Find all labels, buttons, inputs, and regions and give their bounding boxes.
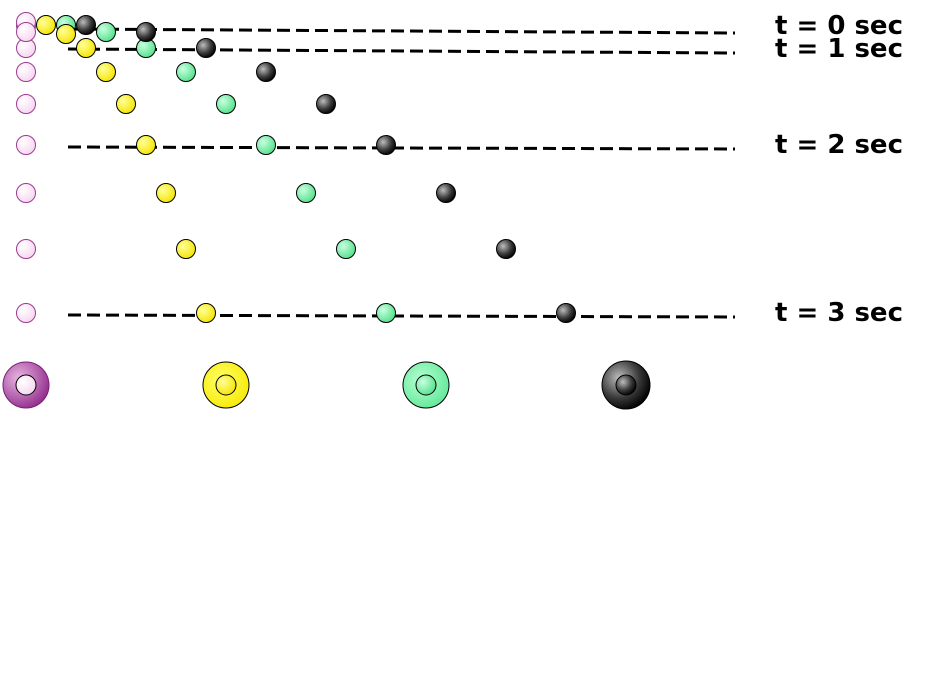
time-label-t1: t = 1 sec — [775, 34, 903, 64]
yellow-ball-3 — [116, 94, 136, 114]
black-ball-1 — [196, 38, 216, 58]
black-ball-6 — [496, 239, 516, 259]
pink-ball-5 — [16, 183, 36, 203]
time-labels: t = 0 sec t = 1 sec t = 2 sec t = 3 sec — [775, 11, 903, 328]
green-ball-5 — [296, 183, 316, 203]
black-ball-2 — [256, 62, 276, 82]
black-reference-ball — [601, 360, 651, 410]
yellow-ball-2 — [96, 62, 116, 82]
yellow-ball-c2 — [56, 24, 76, 44]
green-ball-7 — [376, 303, 396, 323]
yellow-ball-4 — [136, 135, 156, 155]
dashed-line-t2 — [67, 145, 736, 151]
yellow-ball-1 — [76, 38, 96, 58]
black-ball-0 — [76, 15, 96, 35]
green-ball-3 — [216, 94, 236, 114]
pink-ball-4 — [16, 135, 36, 155]
green-reference-ball — [402, 361, 450, 409]
yellow-ball-5 — [156, 183, 176, 203]
green-ball-6 — [336, 239, 356, 259]
pink-ball-c1 — [16, 22, 36, 42]
green-ball-2 — [176, 62, 196, 82]
black-ball-5 — [436, 183, 456, 203]
time-label-t2: t = 2 sec — [775, 130, 903, 160]
purple-reference-ball — [2, 361, 50, 409]
dashed-line-t1 — [67, 47, 736, 55]
black-ball-3 — [316, 94, 336, 114]
time-label-t3: t = 3 sec — [775, 298, 903, 328]
black-ball-c4 — [136, 22, 156, 42]
black-ball-4 — [376, 135, 396, 155]
pink-ball-3 — [16, 94, 36, 114]
yellow-ball-7 — [196, 303, 216, 323]
reference-balls — [2, 360, 651, 410]
dashed-line-t0 — [67, 27, 736, 35]
yellow-ball-6 — [176, 239, 196, 259]
pink-ball-2 — [16, 62, 36, 82]
green-ball-4 — [256, 135, 276, 155]
time-reference-lines — [67, 27, 736, 319]
time-label-t0: t = 0 sec — [775, 11, 903, 41]
green-ball-c3 — [96, 22, 116, 42]
yellow-ball-0 — [36, 15, 56, 35]
black-ball-7 — [556, 303, 576, 323]
pink-ball-6 — [16, 239, 36, 259]
yellow-reference-ball — [202, 361, 250, 409]
pink-ball-7 — [16, 303, 36, 323]
dashed-line-t3 — [67, 313, 736, 319]
falling-balls — [16, 12, 576, 323]
